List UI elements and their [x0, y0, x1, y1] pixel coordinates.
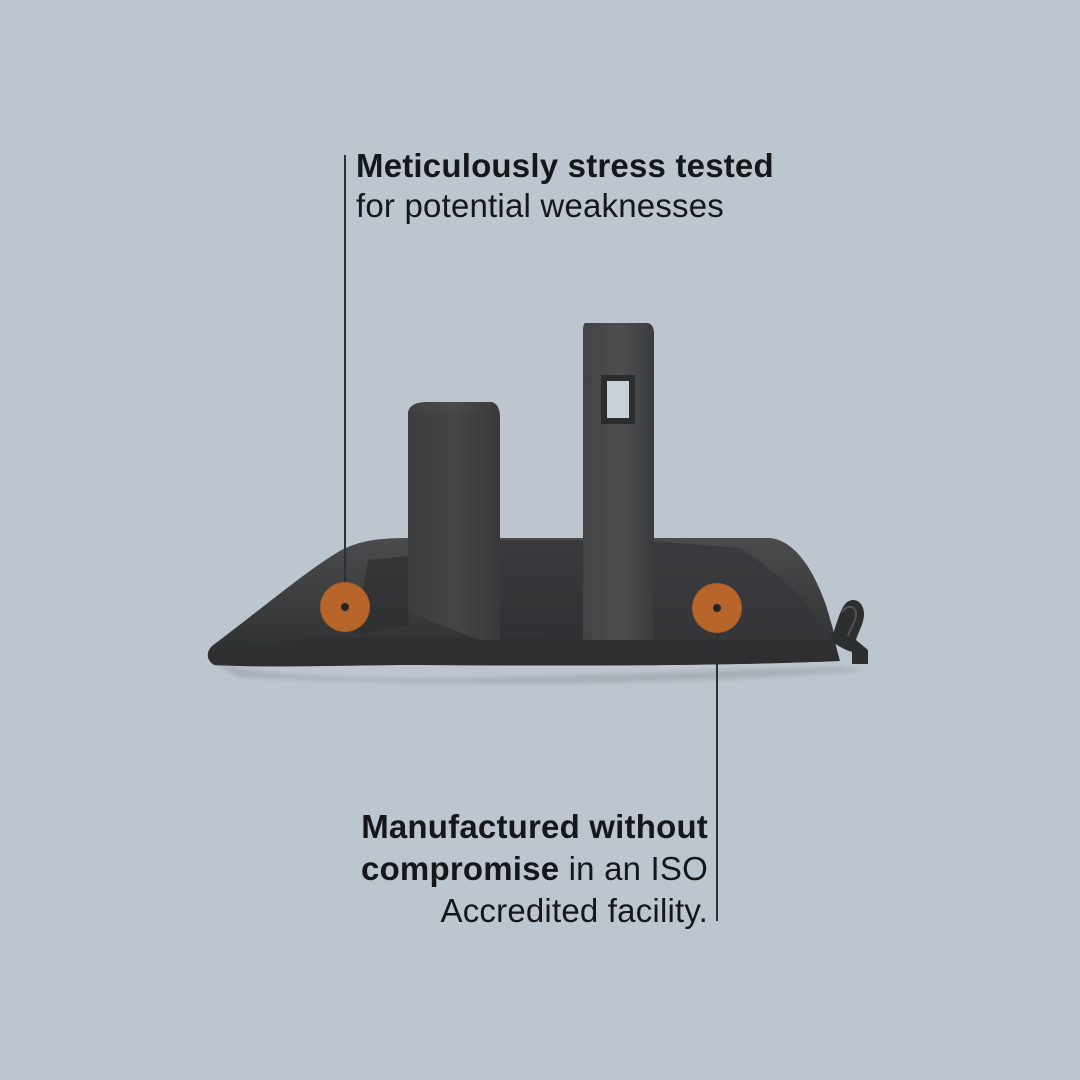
stress-test-point-dot: [320, 582, 370, 632]
callout-bottom-line-1: Manufactured without: [288, 806, 708, 848]
callout-bottom-line-2-strong: compromise: [361, 849, 560, 887]
callout-stress-tested: Meticulously stress tested for potential…: [356, 146, 876, 227]
callout-bottom-line-2-normal: in an ISO: [559, 849, 708, 887]
callout-top-rest: for potential weaknesses: [356, 187, 725, 225]
callout-connector-line-top: [344, 155, 346, 607]
callout-bottom-line-1-strong: Manufactured without: [361, 808, 708, 845]
callout-bottom-line-2: compromise in an ISO: [288, 848, 708, 890]
callout-manufactured: Manufactured without compromise in an IS…: [288, 806, 708, 932]
callout-bottom-line-3: Accredited facility.: [288, 890, 708, 932]
callout-bottom-line-3-normal: Accredited facility.: [440, 891, 708, 929]
callout-top-strong: Meticulously stress tested: [356, 147, 774, 184]
callout-connector-line-bottom: [716, 607, 718, 921]
manufacturing-point-dot: [692, 583, 742, 633]
